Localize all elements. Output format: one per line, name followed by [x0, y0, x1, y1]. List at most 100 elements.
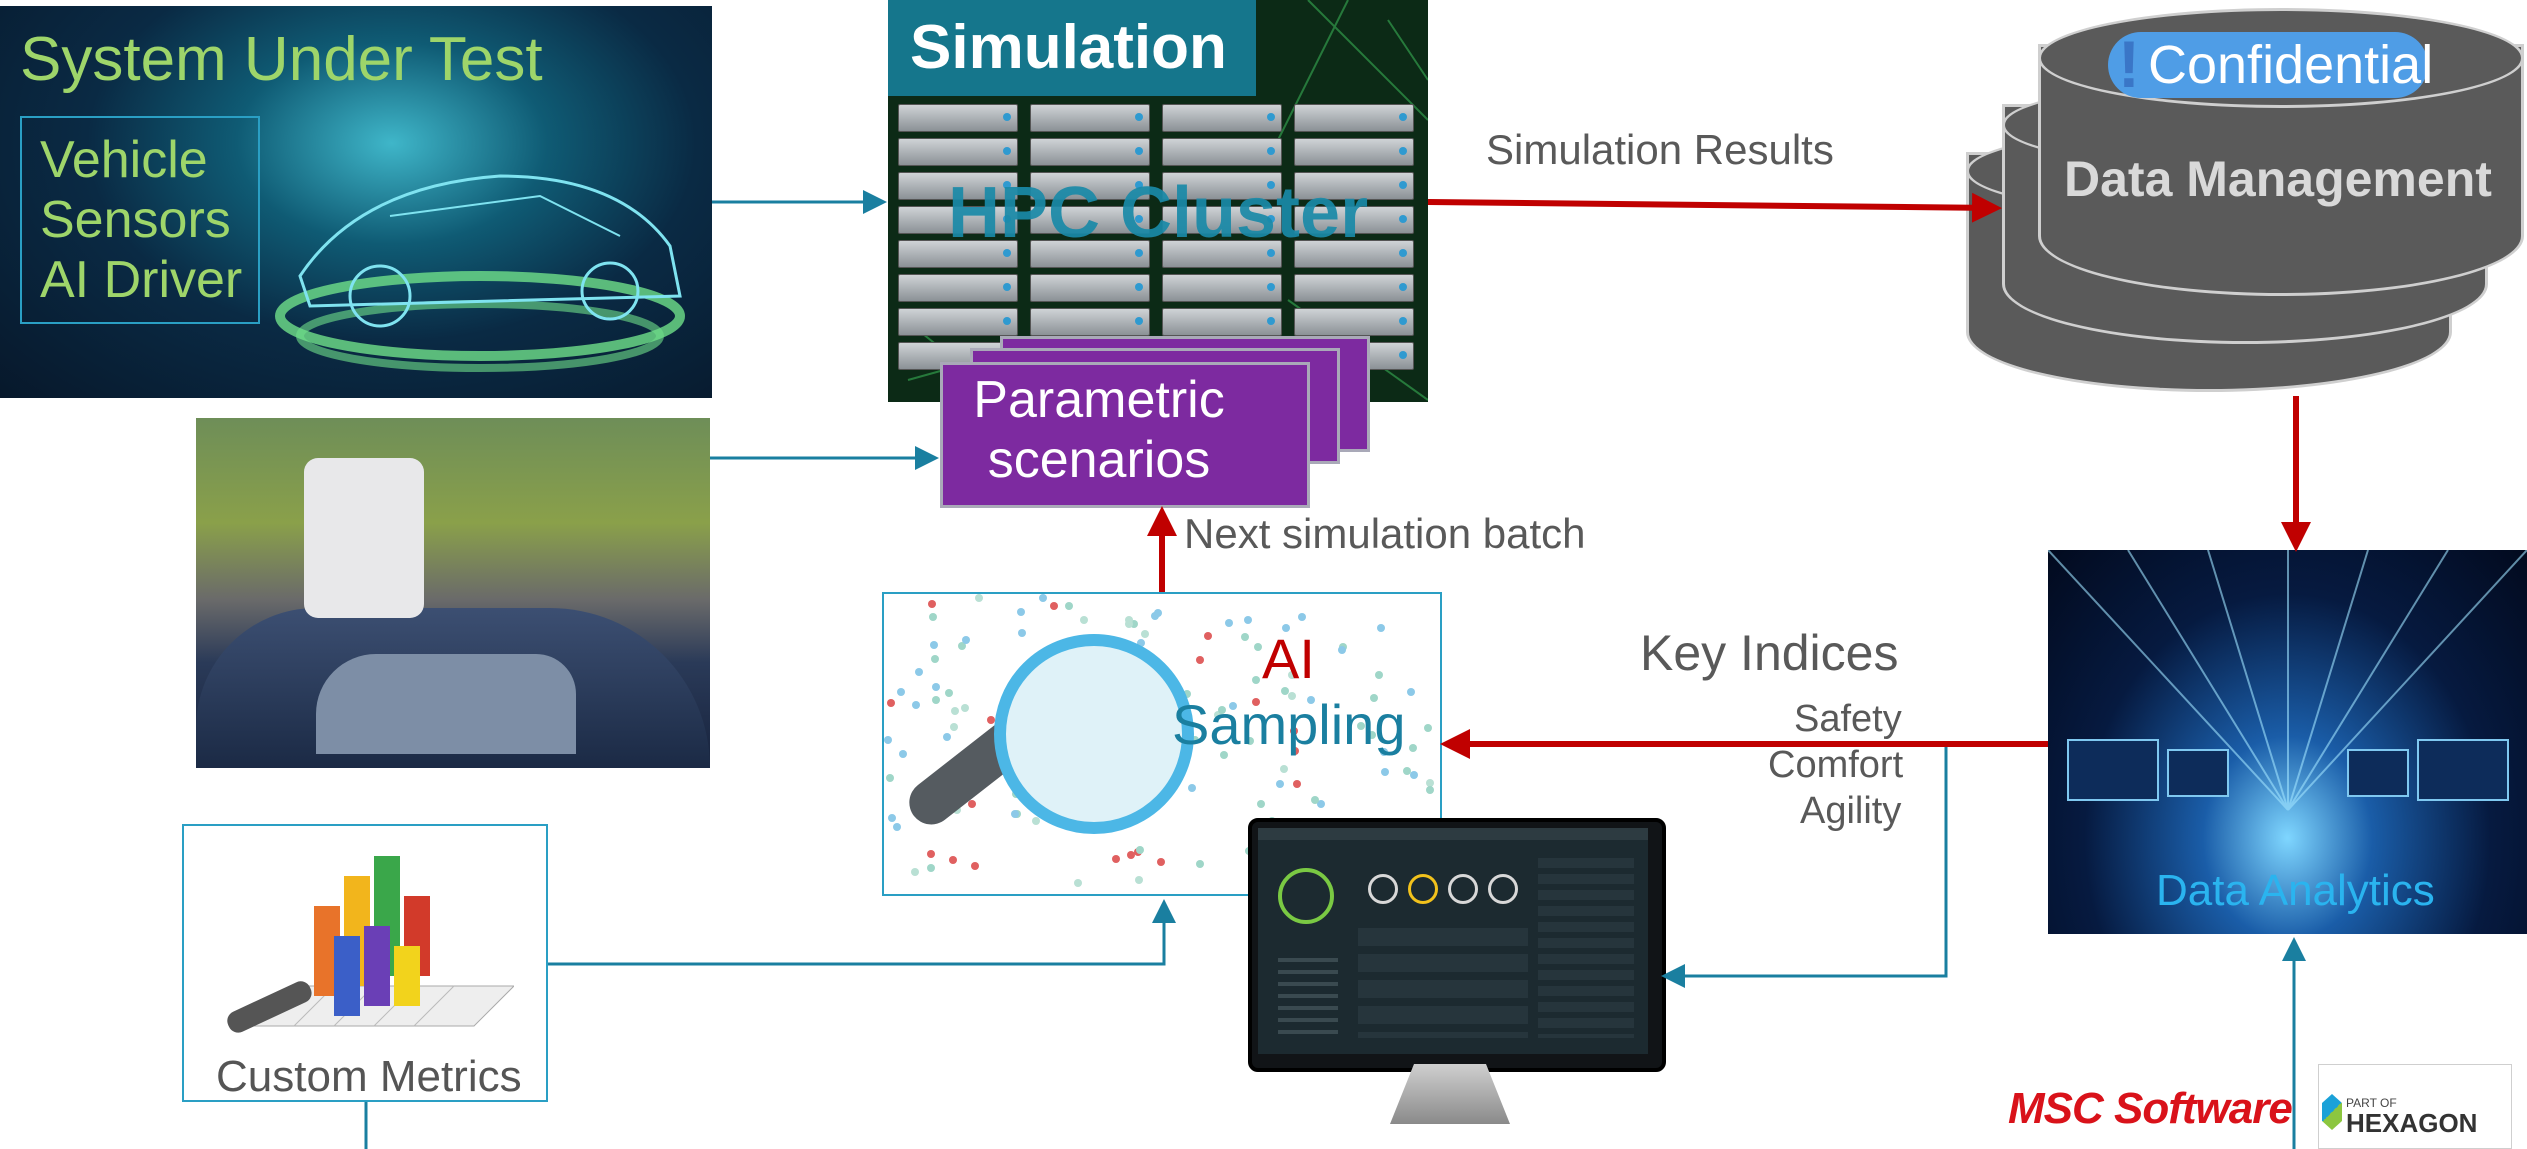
sample-dot — [1288, 692, 1296, 700]
server-led-icon — [1267, 249, 1275, 257]
confidential-badge: Confidential — [2148, 35, 2434, 95]
sample-dot — [1254, 643, 1262, 651]
server-led-icon — [1135, 249, 1143, 257]
key-indices-label: Key Indices — [1640, 625, 1899, 681]
sample-dot — [884, 736, 892, 744]
index-comfort: Comfort — [1768, 744, 1904, 786]
hexagon-part-of: PART OF — [2346, 1096, 2397, 1110]
sample-dot — [1125, 616, 1133, 624]
hexagon-logo — [2318, 1064, 2512, 1149]
sample-dot — [888, 814, 896, 822]
sample-dot — [1377, 624, 1385, 632]
sample-dot — [1157, 858, 1165, 866]
arrow-simulation-results — [1427, 192, 2002, 223]
ring-icon — [1448, 874, 1478, 904]
server-led-icon — [1135, 283, 1143, 291]
wireframe-car-image — [275, 174, 685, 372]
scenarios-line-2: scenarios — [987, 431, 1211, 489]
sample-dot — [943, 733, 951, 741]
server-rack — [1030, 240, 1150, 268]
sample-dot — [1074, 879, 1082, 887]
server-rack — [898, 206, 1018, 234]
server-rack — [1294, 240, 1414, 268]
simulation-results-label: Simulation Results — [1486, 126, 1834, 173]
server-rack — [1030, 138, 1150, 166]
sample-dot — [1214, 711, 1222, 719]
server-led-icon — [1267, 317, 1275, 325]
sample-dot — [1381, 768, 1389, 776]
sample-dot — [1252, 676, 1260, 684]
sample-dot — [927, 864, 935, 872]
server-led-icon — [1399, 181, 1407, 189]
server-led-icon — [1267, 113, 1275, 121]
data-tunnel-image — [2048, 550, 2527, 811]
server-rack — [898, 240, 1018, 268]
sample-dot — [897, 688, 905, 696]
next-simulation-batch-label: Next simulation batch — [1184, 510, 1586, 557]
sample-dot — [1225, 619, 1233, 627]
custom-metrics-label: Custom Metrics — [216, 1052, 522, 1101]
sample-dot — [949, 856, 957, 864]
sample-dot — [1136, 846, 1144, 854]
server-rack — [898, 274, 1018, 302]
sample-dot — [958, 642, 966, 650]
sample-dot — [927, 850, 935, 858]
ring-icon — [1368, 874, 1398, 904]
sample-dot — [1151, 612, 1159, 620]
magnifier-icon — [994, 634, 1194, 834]
sample-dot — [1307, 696, 1315, 704]
sample-dot — [1424, 724, 1432, 732]
system-under-test-panel: System Under Test Vehicle Sensors AI Dri… — [0, 6, 712, 398]
parametric-scenarios-label: Parametric scenarios — [944, 370, 1254, 490]
sample-dot — [1246, 737, 1254, 745]
cloud-icon — [2108, 32, 2428, 98]
ring-icon — [1488, 874, 1518, 904]
sample-dot — [1017, 608, 1025, 616]
sample-dot — [951, 707, 959, 715]
sample-dot — [1112, 855, 1120, 863]
sample-dot — [887, 699, 895, 707]
dashboard-cards — [1358, 928, 1528, 1038]
sample-dot — [1280, 765, 1288, 773]
sample-dot — [1311, 796, 1319, 804]
server-led-icon — [1267, 283, 1275, 291]
sample-dot — [893, 823, 901, 831]
server-led-icon — [1399, 215, 1407, 223]
scenarios-line-1: Parametric — [973, 371, 1225, 429]
sample-dot — [1426, 786, 1434, 794]
sample-dot — [1298, 613, 1306, 621]
monitor-stand — [1390, 1064, 1510, 1124]
sample-dot — [1281, 687, 1289, 695]
sample-dot — [931, 655, 939, 663]
sample-dot — [1204, 632, 1212, 640]
sample-dot — [1403, 767, 1411, 775]
sample-dot — [1183, 690, 1191, 698]
sample-dot — [1135, 876, 1143, 884]
sample-dot — [1137, 639, 1145, 647]
server-rack — [1162, 104, 1282, 132]
dashboard-sidebar — [1278, 958, 1338, 1038]
sut-items-box — [20, 116, 260, 324]
data-management-label: Data Management — [2064, 151, 2492, 207]
server-led-icon — [1003, 283, 1011, 291]
server-rack — [1294, 274, 1414, 302]
ai-sampling-label-1: AI — [1262, 627, 1315, 690]
sample-dot — [932, 683, 940, 691]
sample-dot — [1290, 727, 1298, 735]
server-rack — [1294, 138, 1414, 166]
sample-dot — [911, 868, 919, 876]
sample-dot — [1191, 736, 1199, 744]
car-window — [316, 654, 576, 754]
sample-dot — [929, 613, 937, 621]
sample-dot — [1039, 594, 1047, 602]
data-analytics-label: Data Analytics — [2156, 866, 2435, 915]
sample-dot — [1188, 784, 1196, 792]
hpc-cluster-label: HPC Cluster — [948, 173, 1369, 253]
server-rack — [1294, 172, 1414, 200]
sample-dot — [1127, 851, 1135, 859]
hexagon-icon — [2322, 1094, 2342, 1130]
server-led-icon — [1135, 181, 1143, 189]
sample-dot — [962, 636, 970, 644]
test-vehicle-photo — [196, 418, 710, 768]
server-led-icon — [1003, 113, 1011, 121]
